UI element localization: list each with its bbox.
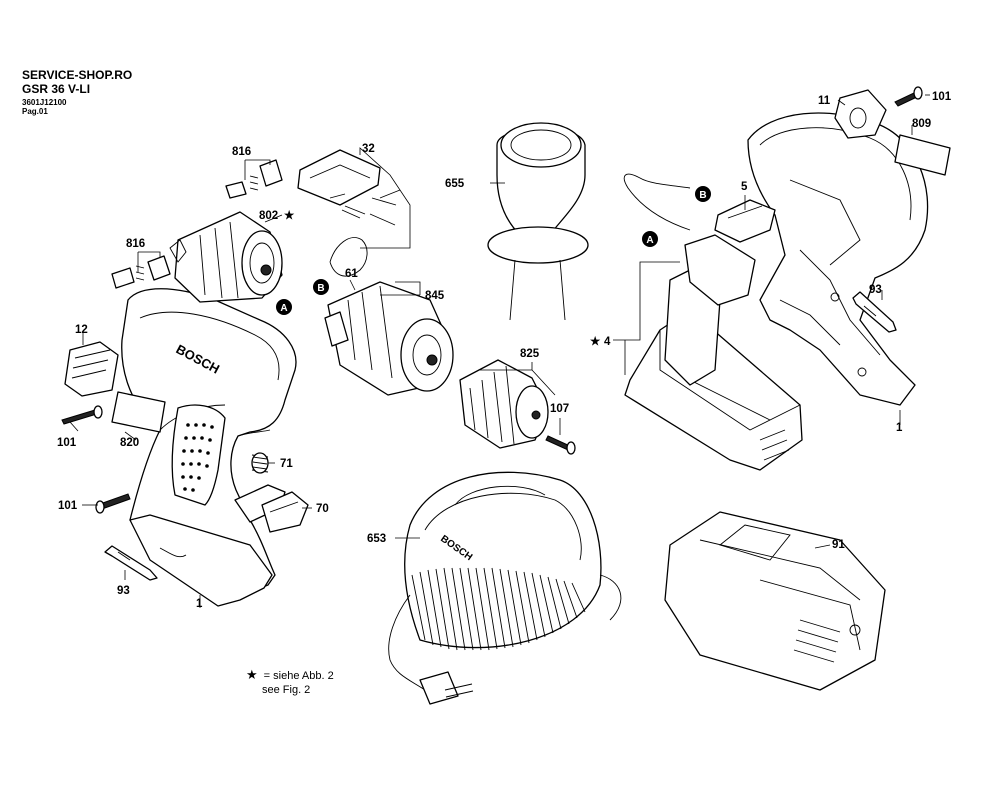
part-label-101-b: 101 [58, 500, 78, 512]
part-label-11: 11 [818, 95, 831, 107]
part-label-32: 32 [362, 143, 375, 155]
rotary-switch-12 [64, 341, 119, 397]
trigger-70 [234, 484, 309, 533]
part-label-70: 70 [316, 503, 329, 515]
screw-107 [545, 435, 576, 455]
svg-text:A: A [646, 235, 653, 246]
grip-dots [171, 404, 226, 506]
charger-ribs [411, 567, 586, 651]
screw-101-c [894, 86, 923, 107]
part-label-93-right: 93 [869, 284, 882, 296]
part-label-1-left: 1 [196, 598, 203, 610]
part-label-820: 820 [120, 437, 139, 449]
part-label-816-bottom: 816 [126, 238, 145, 250]
legend-line-2: see Fig. 2 [262, 684, 311, 696]
part-label-5: 5 [741, 181, 748, 193]
part-label-107: 107 [550, 403, 569, 415]
label-820 [111, 391, 166, 433]
part-label-845: 845 [425, 290, 445, 302]
charger-653: BOSCH [388, 471, 622, 705]
chuck-825 [459, 359, 549, 449]
switch-module-5 [714, 199, 776, 243]
svg-text:B: B [317, 283, 324, 294]
svg-text:B: B [699, 190, 706, 201]
screw-101-a [61, 405, 103, 425]
callout-b-left: B [313, 279, 329, 295]
holster-655 [487, 122, 589, 321]
part-labels: 816 816 802 ★ 32 61 845 825 107 655 653 … [57, 91, 952, 610]
part-label-71: 71 [280, 458, 293, 470]
legend-line-1: = siehe Abb. 2 [263, 670, 334, 682]
gear-cover-32 [297, 149, 397, 219]
switch-11 [834, 89, 887, 139]
leader-lines [69, 94, 930, 608]
part-label-101-a: 101 [57, 437, 77, 449]
gearbox-845 [324, 281, 454, 396]
part-label-802: 802 [259, 210, 278, 222]
label-809 [894, 134, 951, 176]
screwdriver-bit-93-left [104, 545, 158, 581]
callout-a-left: A [276, 299, 292, 315]
part-label-91: 91 [832, 539, 845, 551]
part-label-101-c: 101 [932, 91, 952, 103]
part-label-61: 61 [345, 268, 358, 280]
brush-816-bottom [111, 255, 171, 289]
part-label-809: 809 [912, 118, 931, 130]
part-label-816-top: 816 [232, 146, 251, 158]
callout-b-right: B [695, 186, 711, 202]
legend: ★ = siehe Abb. 2 see Fig. 2 [246, 668, 334, 697]
wire-harness [623, 173, 691, 231]
part-label-655: 655 [445, 178, 465, 190]
part-label-802-star: ★ [284, 209, 295, 222]
callout-a-right: A [642, 231, 658, 247]
part-label-653: 653 [367, 533, 386, 545]
article-code: 3601J12100 [22, 98, 67, 107]
legend-star: ★ [246, 667, 258, 682]
part-label-4-star: ★ [590, 335, 601, 348]
motor-802 [169, 211, 283, 303]
shop-name: SERVICE-SHOP.RO [22, 68, 133, 82]
electronics-module-4 [624, 234, 803, 471]
screw-101-b [95, 493, 131, 514]
page-number: Pag.01 [22, 107, 48, 116]
svg-text:A: A [280, 303, 287, 314]
housing-foot [129, 514, 273, 607]
retaining-clip [329, 237, 368, 277]
part-label-1-right: 1 [896, 422, 903, 434]
spring-71 [251, 452, 269, 474]
brush-816-top [225, 159, 283, 199]
part-label-93-left: 93 [117, 585, 130, 597]
part-label-12: 12 [75, 324, 88, 336]
part-label-825: 825 [520, 348, 540, 360]
screwdriver-bit-93-right [852, 291, 897, 333]
battery-pack-91 [664, 511, 886, 691]
model-name: GSR 36 V-LI [22, 82, 91, 96]
part-label-4: 4 [604, 336, 611, 348]
